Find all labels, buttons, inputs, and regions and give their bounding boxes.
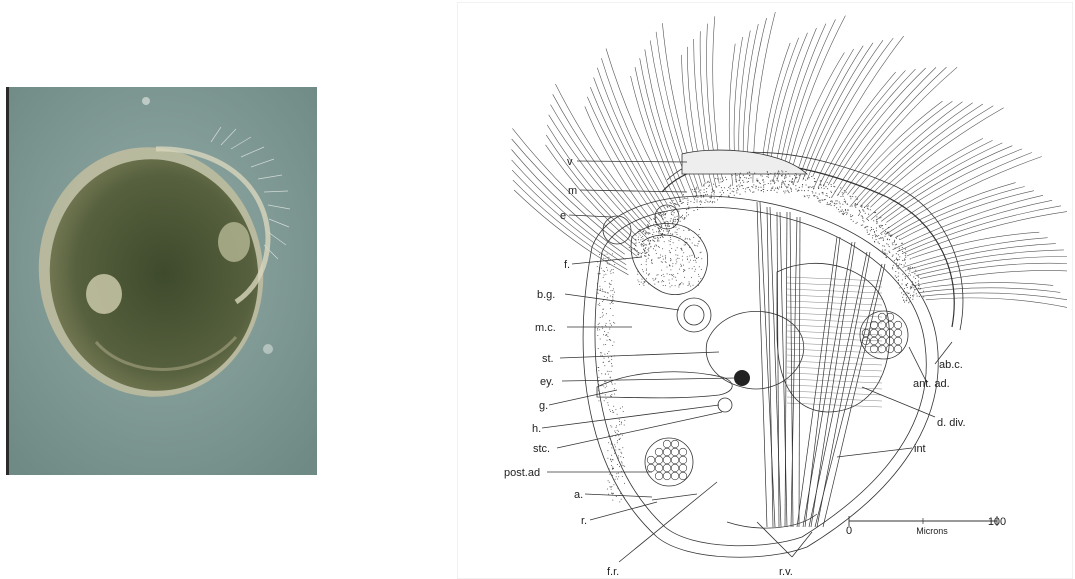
label-foot-retractor: f.r.: [607, 566, 619, 578]
scale-bar-end: 100: [988, 516, 1006, 528]
label-posterior-adductor: post.ad: [504, 467, 540, 479]
label-eye: ey.: [540, 376, 554, 388]
label-foot: f.: [564, 259, 570, 271]
scale-bar-unit: Microns: [916, 526, 948, 536]
label-mantle-cavity: m.c.: [535, 322, 556, 334]
larva-anatomy-diagram: v m e f. b.g. m.c. st. ey. g. h. stc. po…: [457, 2, 1073, 579]
label-anterior-adductor: ant. ad.: [913, 378, 950, 390]
label-statocyst: stc.: [533, 443, 550, 455]
label-intestine: int: [914, 443, 926, 455]
label-heart: h.: [532, 423, 541, 435]
label-mantle: m: [568, 185, 577, 197]
label-stomach: st.: [542, 353, 554, 365]
label-apical-cilia: ab.c.: [939, 359, 963, 371]
larva-photograph: [6, 87, 317, 475]
label-anus: a.: [574, 489, 583, 501]
label-retractor-velum: r.v.: [779, 566, 793, 578]
label-digestive-diverticula: d. div.: [937, 417, 966, 429]
label-rectum: r.: [581, 515, 587, 527]
label-byssal-gland: b.g.: [537, 289, 555, 301]
label-gill: g.: [539, 400, 548, 412]
scale-bar-start: 0: [846, 525, 852, 537]
label-velum: v: [567, 156, 573, 168]
label-eye-spot: e: [560, 210, 566, 222]
